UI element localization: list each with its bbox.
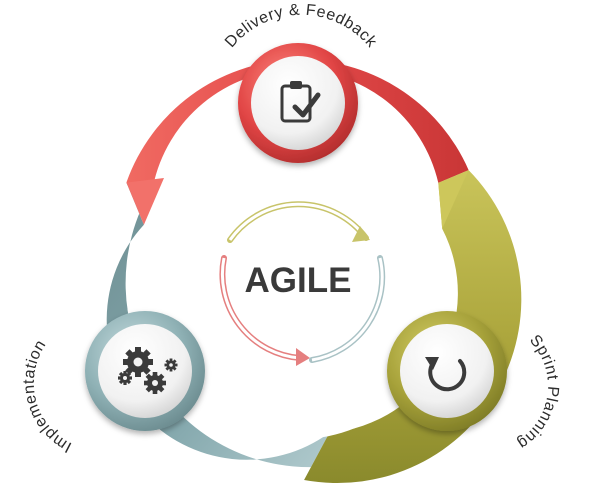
delivery-feedback-node: [238, 43, 358, 163]
sprint-planning-label: Sprint Planning: [514, 332, 561, 452]
gears-icon: [118, 347, 178, 394]
delivery-segment: [126, 59, 469, 187]
center-title: AGILE: [245, 261, 352, 300]
refresh-cycle-icon: [425, 357, 467, 392]
clipboard-check-icon: [280, 81, 321, 123]
svg-text:Sprint Planning: Sprint Planning: [514, 332, 561, 452]
svg-text:Implementation: Implementation: [21, 337, 75, 456]
implementation-label: Implementation: [21, 337, 74, 456]
sprint-planning-node: [387, 311, 507, 431]
agile-center-emblem: AGILE: [219, 201, 386, 366]
